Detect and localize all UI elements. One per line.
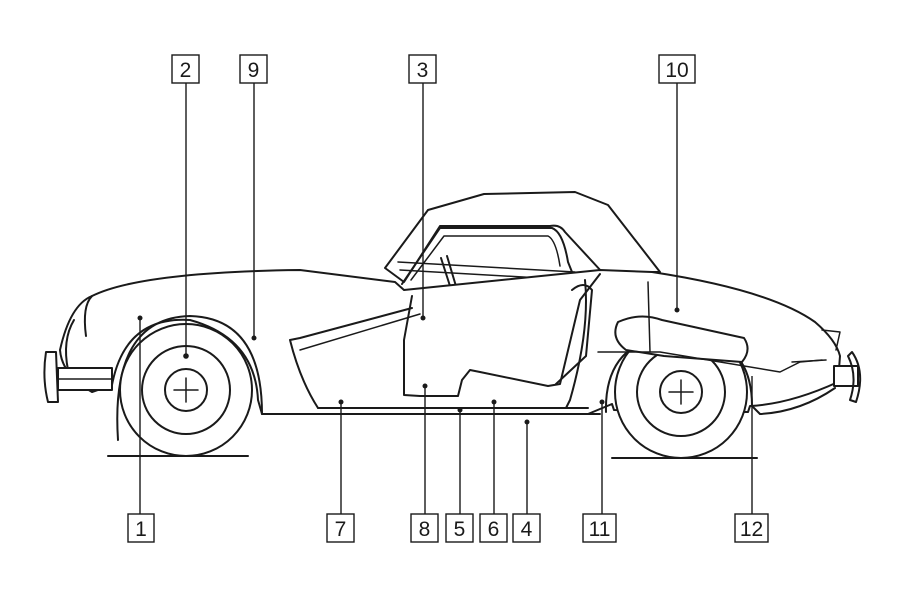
rear-lower-edge bbox=[597, 351, 823, 373]
front-side-panel bbox=[289, 307, 413, 409]
callout-7: 7 bbox=[326, 513, 355, 543]
callout-3: 3 bbox=[408, 54, 437, 84]
callout-9: 9 bbox=[239, 54, 268, 84]
leader-4-dot bbox=[524, 419, 530, 425]
callout-4: 4 bbox=[512, 513, 541, 543]
leader-1-dot bbox=[137, 315, 143, 321]
leaders bbox=[137, 82, 753, 514]
rear-skirt bbox=[751, 387, 836, 415]
callout-4-box bbox=[512, 513, 541, 543]
leader-10-dot bbox=[674, 307, 680, 313]
leader-2-dot bbox=[183, 353, 189, 359]
callout-6: 6 bbox=[479, 513, 508, 543]
callout-1: 1 bbox=[127, 513, 155, 543]
rear-bumper bbox=[833, 351, 862, 403]
soft-top bbox=[384, 191, 661, 283]
callout-11-box bbox=[582, 513, 617, 543]
leader-8-dot bbox=[422, 383, 428, 389]
callout-7-box bbox=[326, 513, 355, 543]
sill bbox=[261, 407, 601, 415]
callout-6-box bbox=[479, 513, 508, 543]
front-wheel bbox=[119, 323, 253, 457]
callout-2-box bbox=[171, 54, 200, 84]
leader-6-dot bbox=[491, 399, 497, 405]
rear-fender-light bbox=[614, 315, 749, 363]
callout-3-box bbox=[408, 54, 437, 84]
callout-1-box bbox=[127, 513, 155, 543]
callout-4-label: 4 bbox=[521, 518, 533, 541]
callout-3-label: 3 bbox=[417, 59, 429, 82]
callout-8: 8 bbox=[410, 513, 439, 543]
callout-9-box bbox=[239, 54, 268, 84]
panel-crease bbox=[299, 313, 421, 351]
door bbox=[403, 273, 601, 397]
callout-12-label: 12 bbox=[740, 518, 763, 541]
callout-9-label: 9 bbox=[248, 59, 260, 82]
callout-5-label: 5 bbox=[454, 518, 466, 541]
callout-10-box bbox=[658, 54, 696, 84]
callout-8-label: 8 bbox=[419, 518, 431, 541]
window-frame-inner bbox=[410, 235, 561, 281]
callout-2: 2 bbox=[171, 54, 200, 84]
callout-10: 10 bbox=[658, 54, 696, 84]
seat-back bbox=[555, 284, 593, 385]
callout-7-label: 7 bbox=[335, 518, 347, 541]
callout-11: 11 bbox=[582, 513, 617, 543]
callout-11-label: 11 bbox=[589, 518, 611, 541]
callout-5-box bbox=[445, 513, 474, 543]
callout-12: 12 bbox=[734, 513, 769, 543]
door-rear-edge bbox=[565, 279, 587, 409]
front-nose bbox=[65, 295, 93, 371]
front-bumper bbox=[43, 351, 113, 403]
callout-6-label: 6 bbox=[488, 518, 500, 541]
callout-1-label: 1 bbox=[135, 518, 147, 541]
leader-7-dot bbox=[338, 399, 344, 405]
window-frame bbox=[401, 227, 573, 285]
rear-deck-seam bbox=[647, 281, 651, 353]
leader-3-dot bbox=[420, 315, 426, 321]
leader-9-dot bbox=[251, 335, 257, 341]
callout-10-label: 10 bbox=[665, 59, 688, 82]
callout-12-box bbox=[734, 513, 769, 543]
callout-5: 5 bbox=[445, 513, 474, 543]
leader-11-dot bbox=[599, 399, 605, 405]
callout-8-box bbox=[410, 513, 439, 543]
callout-2-label: 2 bbox=[180, 59, 192, 82]
leader-5-dot bbox=[457, 407, 463, 413]
